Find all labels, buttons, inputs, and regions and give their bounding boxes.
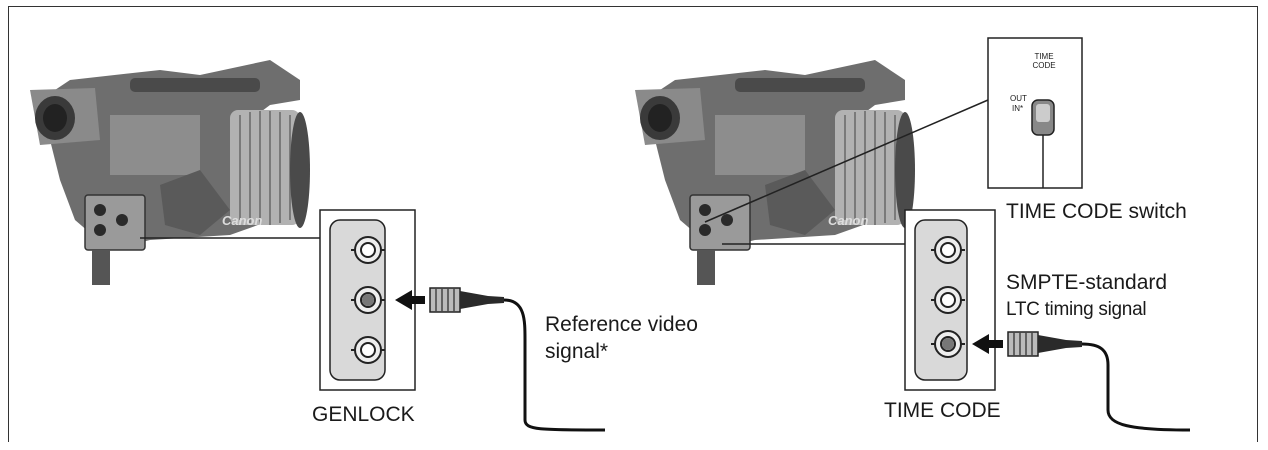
bnc-plug-right-icon: [1007, 331, 1083, 357]
cable-right: [1081, 342, 1191, 432]
time-code-label: TIME CODE: [884, 399, 1001, 422]
switch-title-line2: CODE: [1032, 61, 1056, 70]
arrow-left-icon: [395, 290, 425, 310]
genlock-label: GENLOCK: [312, 403, 415, 426]
diagram-frame: [8, 6, 1258, 442]
switch-pos-in: IN*: [1012, 104, 1024, 113]
smpte-label-line1: SMPTE-standard: [1006, 271, 1168, 294]
time-code-switch-inset: [704, 37, 1083, 223]
camcorder-left: [29, 59, 311, 286]
switch-pos-out: OUT: [1010, 94, 1027, 103]
camcorder-right: [634, 59, 916, 286]
brand-logo-left: Canon: [222, 213, 263, 228]
smpte-label-line2: LTC timing signal: [1006, 299, 1147, 320]
cable-left: [503, 298, 606, 432]
bnc-plug-left-icon: [429, 287, 505, 313]
time-code-connector-panel: [904, 209, 996, 391]
brand-logo-right: Canon: [828, 213, 869, 228]
reference-signal-label-line2: signal*: [545, 340, 609, 363]
switch-title-line1: TIME: [1034, 52, 1054, 61]
time-code-switch-label: TIME CODE switch: [1006, 200, 1187, 223]
switch-title: TIME CODE: [1030, 52, 1058, 70]
arrow-right-icon: [972, 334, 1003, 354]
reference-signal-label-line1: Reference video: [545, 313, 698, 336]
